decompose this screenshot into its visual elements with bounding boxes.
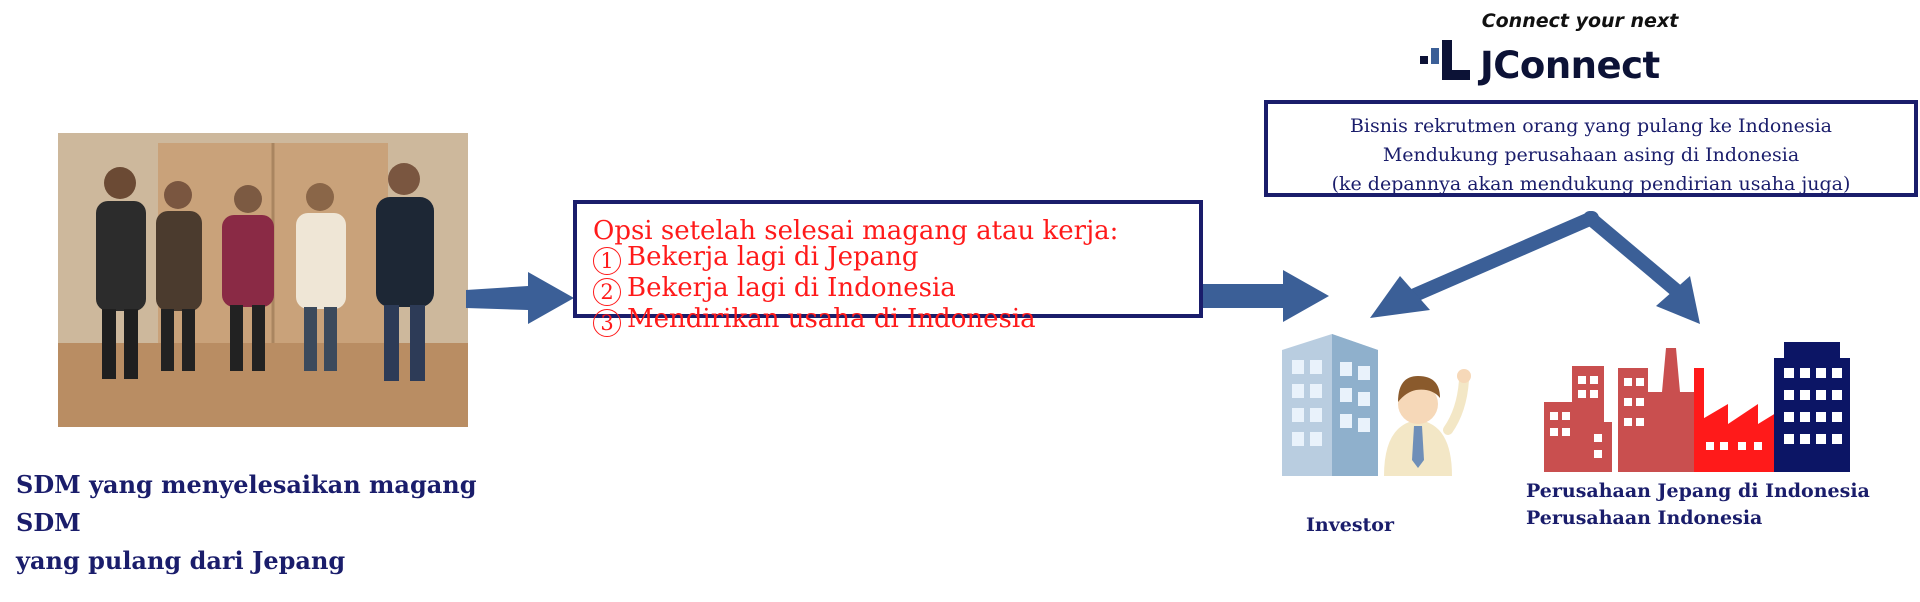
option-text-1: Bekerja lagi di Jepang [627,242,919,272]
option-number-2: 2 [593,278,621,306]
companies-label-line2: Perusahaan Indonesia [1526,507,1763,529]
info-line2: Mendukung perusahaan asing di Indonesia [1382,144,1800,166]
companies-label-line1: Perusahaan Jepang di Indonesia [1526,480,1870,502]
branch-arrows [1370,211,1700,324]
options-title: Opsi setelah selesai magang atau kerja: [593,216,1119,246]
options-box: Opsi setelah selesai magang atau kerja: … [573,200,1203,337]
companies-illustration [1544,342,1850,472]
jconnect-logo-icon [1420,40,1470,80]
info-line1: Bisnis rekrutmen orang yang pulang ke In… [1349,115,1833,137]
option-text-2: Bekerja lagi di Indonesia [627,273,956,303]
arrow-to-investor [1203,270,1329,322]
jconnect-info-box: Bisnis rekrutmen orang yang pulang ke In… [1264,100,1918,197]
option-number-3: 3 [593,309,621,337]
alumni-caption-line2: yang pulang dari Jepang [16,546,346,575]
alumni-caption-line1: SDM yang menyelesaikan magang SDM [16,470,477,537]
group-photo-illustration [58,133,468,427]
group-photo [58,133,468,427]
investor-label: Investor [1306,514,1394,536]
option-number-1: 1 [593,247,621,275]
companies-label: Perusahaan Jepang di Indonesia Perusahaa… [1526,478,1870,532]
option-text-3: Mendirikan usaha di Indonesia [627,304,1036,334]
brand-tagline: Connect your next [1481,10,1679,32]
info-line3: (ke depannya akan mendukung pendirian us… [1331,173,1851,195]
alumni-caption: SDM yang menyelesaikan magang SDM yang p… [16,466,536,580]
brand-name: JConnect [1480,44,1660,87]
arrow-to-options [466,272,574,324]
investor-illustration [1282,334,1471,476]
